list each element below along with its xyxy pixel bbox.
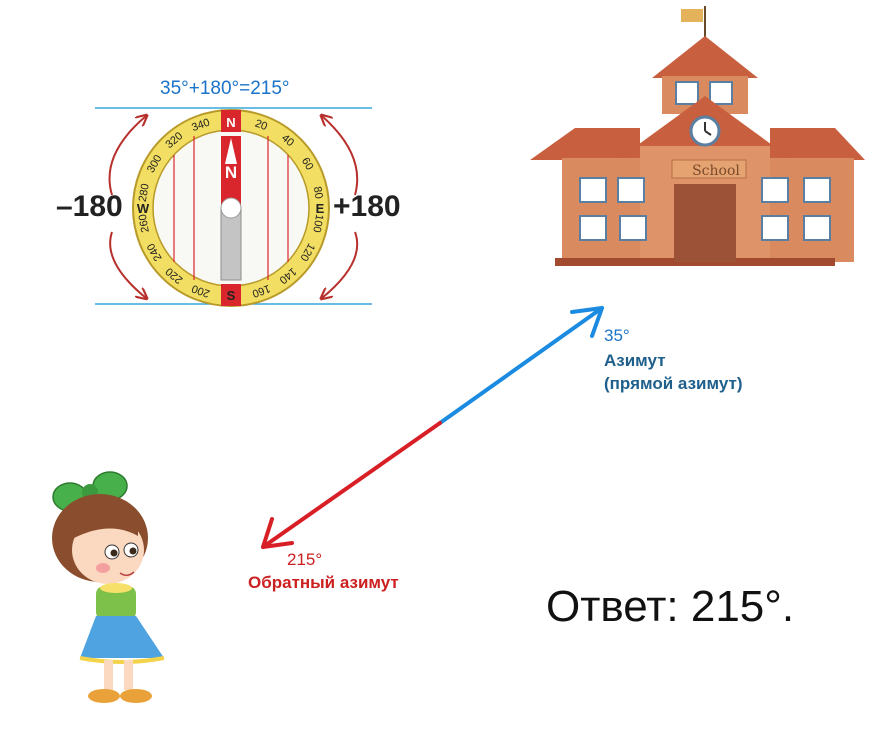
school-door	[674, 184, 736, 262]
pupil	[129, 547, 137, 555]
compass-east-letter: E	[316, 201, 325, 216]
leg	[104, 660, 113, 690]
hair-fringe	[70, 509, 138, 538]
clock-hand	[704, 130, 712, 136]
cheek	[96, 563, 110, 573]
leg	[124, 660, 133, 690]
needle-letter: N	[225, 163, 237, 182]
forward-arrowhead	[570, 306, 604, 338]
dial-mark-20: 20	[253, 118, 269, 133]
north-tab	[221, 110, 241, 132]
rotation-arrow-left-upper	[108, 116, 146, 196]
flag	[681, 9, 703, 22]
needle-tip	[225, 138, 237, 164]
pupil	[110, 549, 118, 557]
dial-mark-260: 260	[137, 213, 152, 233]
back-azimuth-degrees: 215°	[287, 550, 323, 569]
dial-mark-200: 200	[190, 282, 211, 300]
shirt	[96, 586, 136, 620]
dial-mark-280: 280	[137, 183, 152, 203]
minus-180-label: –180	[56, 190, 123, 223]
school-windows	[579, 177, 831, 241]
compass-west-letter: W	[137, 201, 150, 216]
dial-mark-80: 80	[311, 186, 325, 200]
compass-south-letter: S	[227, 288, 236, 303]
window	[761, 215, 789, 241]
mouth	[119, 571, 135, 576]
back-arrowhead	[261, 517, 294, 549]
window	[619, 215, 647, 241]
dial-mark-160: 160	[250, 282, 271, 300]
tower-window	[675, 81, 699, 105]
collar	[100, 583, 132, 593]
skirt	[80, 616, 164, 658]
shoe	[120, 689, 152, 703]
forward-azimuth-title: Азимут	[604, 351, 666, 370]
window	[579, 177, 607, 203]
forward-azimuth-degrees: 35°	[604, 326, 630, 345]
azimuth-arrow	[261, 306, 604, 549]
window	[761, 177, 789, 203]
plus-180-label: +180	[333, 190, 401, 223]
shoe	[88, 689, 120, 703]
needle-south	[220, 207, 242, 281]
school-sign	[671, 159, 747, 179]
dial-labels: 2040608010012014016020022024026028030032…	[137, 117, 325, 300]
school-sign-text: School	[692, 163, 740, 179]
needle-north	[221, 136, 241, 208]
window	[803, 215, 831, 241]
skirt-hem	[79, 656, 165, 664]
school-building: School	[530, 6, 865, 266]
forward-azimuth-line	[438, 306, 604, 425]
roof-left	[530, 128, 640, 160]
rotation-arrow-left-lower	[109, 231, 146, 298]
dial-mark-60: 60	[299, 156, 316, 173]
rotation-arrow-right-lower	[322, 231, 359, 298]
forward-azimuth-subtitle: (прямой азимут)	[604, 374, 743, 393]
dial-mark-340: 340	[190, 117, 211, 135]
rotation-arrow-right-upper	[322, 116, 359, 196]
tower-window	[709, 81, 733, 105]
girl-character	[52, 471, 165, 703]
needle-pivot	[220, 197, 242, 219]
formula-label: 35°+180°=215°	[160, 78, 290, 99]
compass: 2040608010012014016020022024026028030032…	[95, 107, 372, 307]
back-azimuth-title: Обратный азимут	[248, 573, 399, 592]
answer-text: Ответ: 215°.	[546, 582, 795, 631]
window	[579, 215, 607, 241]
roof-right	[770, 128, 865, 160]
compass-north-letter: N	[226, 115, 235, 130]
back-azimuth-line	[261, 421, 442, 549]
dial-mark-100: 100	[310, 213, 325, 233]
tower-roof	[652, 36, 758, 78]
window	[803, 177, 831, 203]
south-tab	[221, 284, 241, 306]
window	[617, 177, 645, 203]
